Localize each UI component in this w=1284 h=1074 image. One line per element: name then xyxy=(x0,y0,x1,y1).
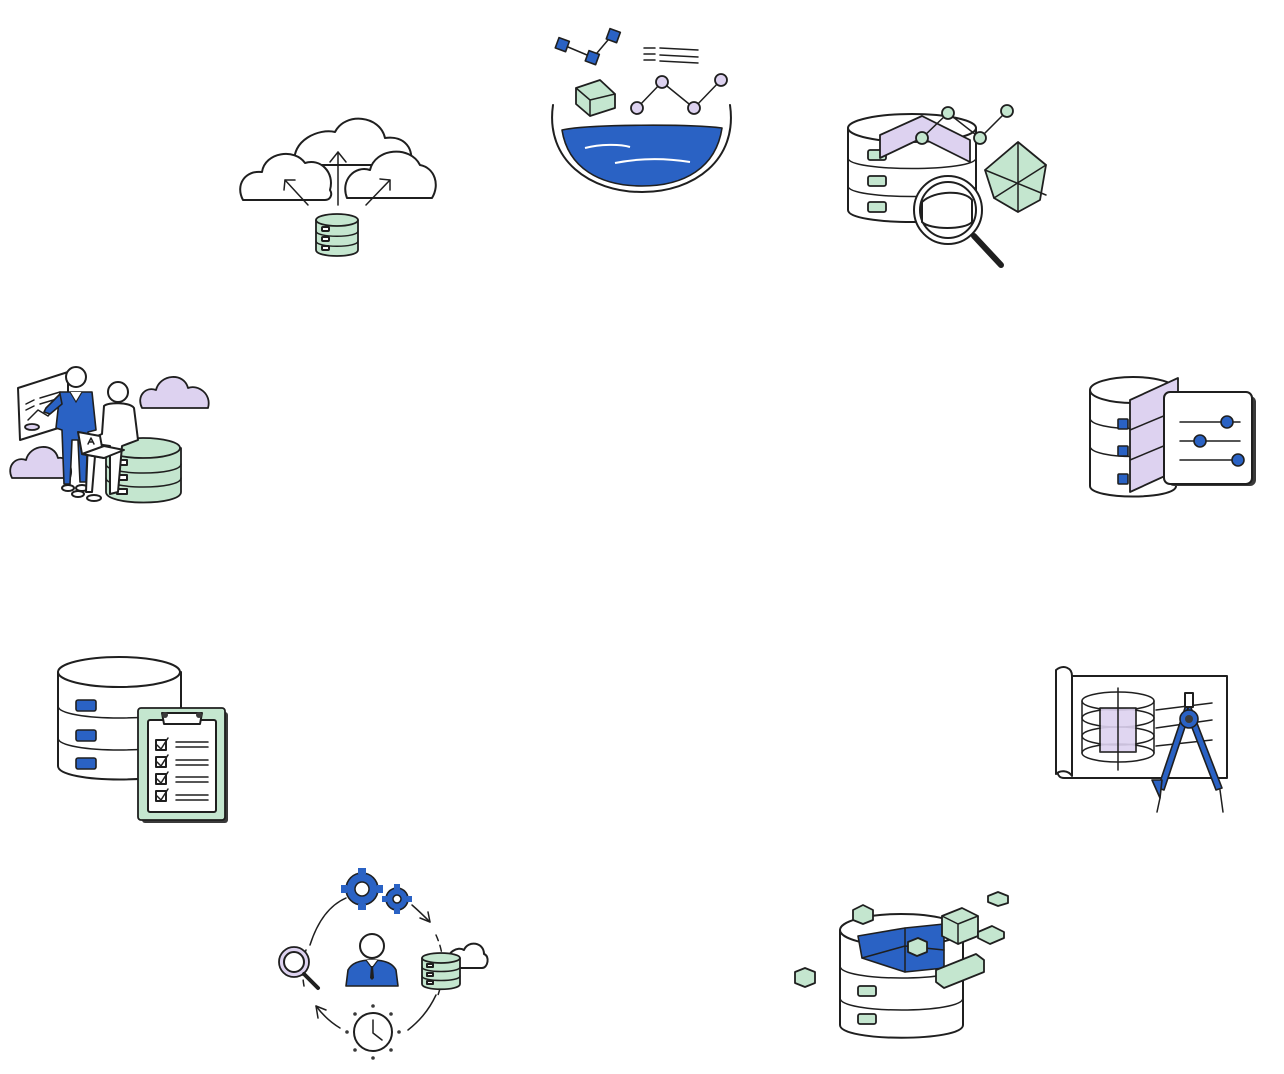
database-sliders-icon xyxy=(1089,376,1256,498)
cloud-database-upload-icon xyxy=(239,117,437,257)
database-blueprint-compass-icon xyxy=(1055,666,1228,813)
team-cloud-database-icon xyxy=(9,366,210,504)
data-lake-icon xyxy=(551,27,732,193)
database-magnifier-analytics-icon xyxy=(847,104,1047,268)
database-checklist-icon xyxy=(57,656,228,823)
operations-cycle-icon xyxy=(278,868,489,1060)
database-cubes-icon xyxy=(794,891,1009,1039)
